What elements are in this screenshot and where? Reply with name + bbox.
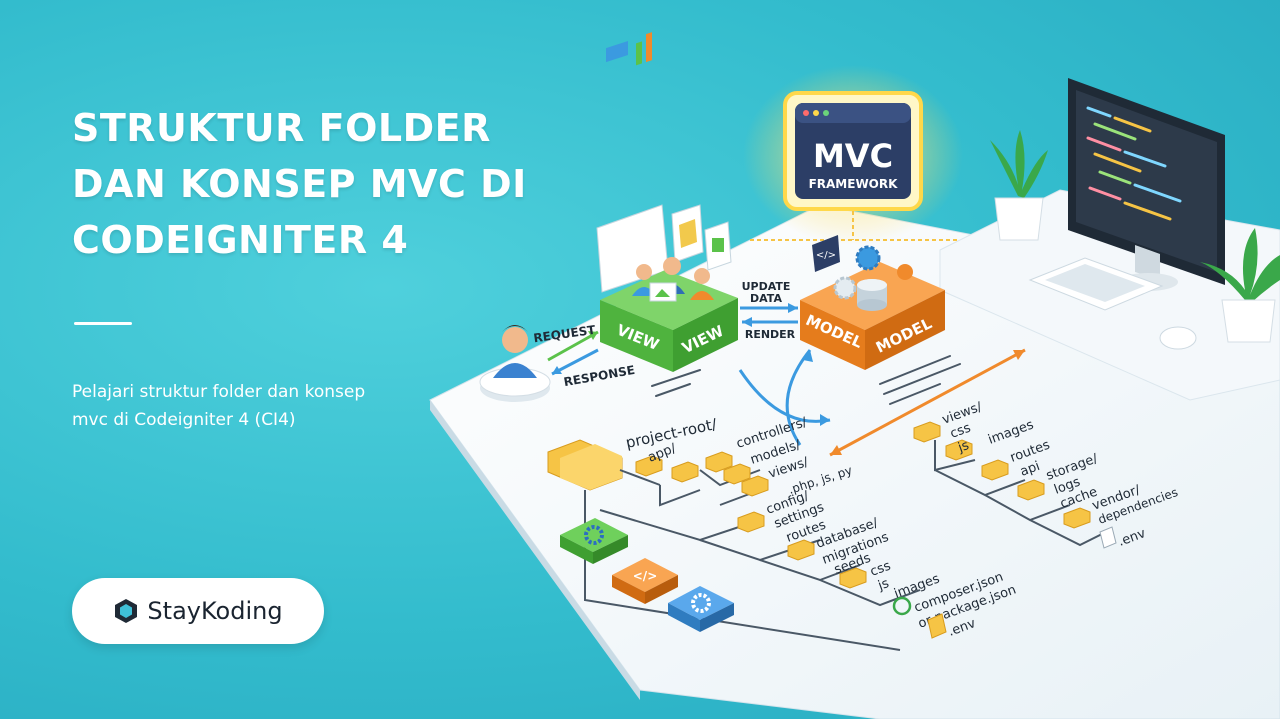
gear-icon [691,593,711,613]
data-label: DATA [750,292,782,305]
title-line-1: STRUKTUR FOLDER [72,106,491,150]
subtitle-line-1: Pelajari struktur folder dan konsep [72,382,366,402]
dashboard-screens [596,32,732,293]
gear-icon [833,276,857,300]
title-line-2: DAN KONSEP MVC DI [72,162,527,206]
orange-arrow [829,348,1026,457]
brand-pill[interactable]: StayKoding [72,578,324,644]
title-line-3: CODEIGNITER 4 [72,218,409,262]
plant-icon-left [990,130,1048,241]
view-block: VIEW VIEW [600,257,738,372]
left-folder-tree: project-root/ app/ controllers/ models/ … [547,415,1018,651]
model-block: MODEL MODEL </> [800,235,945,370]
code-icon: </> [633,569,658,583]
orange-code-tile: </> [612,558,678,604]
subtitle: Pelajari struktur folder dan konsep mvc … [72,378,432,434]
blue-curve-arrow [738,369,831,423]
folder-icon [913,421,941,443]
tree-item-js: js [875,576,891,594]
view-model-arrows: UPDATE DATA RENDER [740,280,798,341]
tree-item-css: css [868,559,893,580]
page-title: STRUKTUR FOLDER DAN KONSEP MVC DI CODEIG… [72,100,592,268]
folder-icon [635,455,663,477]
title-divider [74,322,132,325]
subtitle-line-2: mvc di Codeigniter 4 (CI4) [72,410,296,430]
blue-gear-tile [668,586,734,632]
gear-icon [584,525,604,545]
tree-item-css-r: css [948,421,973,442]
file-icon [927,613,947,639]
plant-icon-right [1200,228,1280,343]
openai-like-icon [892,596,912,616]
database-icon [857,279,887,311]
svg-text:</>: </> [816,250,836,261]
monitor-icon [1068,78,1225,291]
mvc-framework-badge: MVC FRAMEWORK [743,65,963,245]
tree-item-js-r: js [955,438,971,456]
user-avatar [479,325,551,402]
users-icon [632,257,714,302]
file-icon [1099,526,1117,549]
desk-area [939,78,1280,401]
tree-item-api-r: api [1018,459,1042,480]
update-label: UPDATE [742,280,791,293]
brand-name: StayKoding [147,597,283,625]
mvc-badge-subtitle: FRAMEWORK [809,177,899,191]
block-captions [651,355,961,405]
render-label: RENDER [745,328,796,341]
green-gear-tile [560,518,628,564]
hexagon-logo-icon [115,599,138,623]
mvc-badge-title: MVC [813,137,893,175]
mouse-icon [1159,326,1197,350]
